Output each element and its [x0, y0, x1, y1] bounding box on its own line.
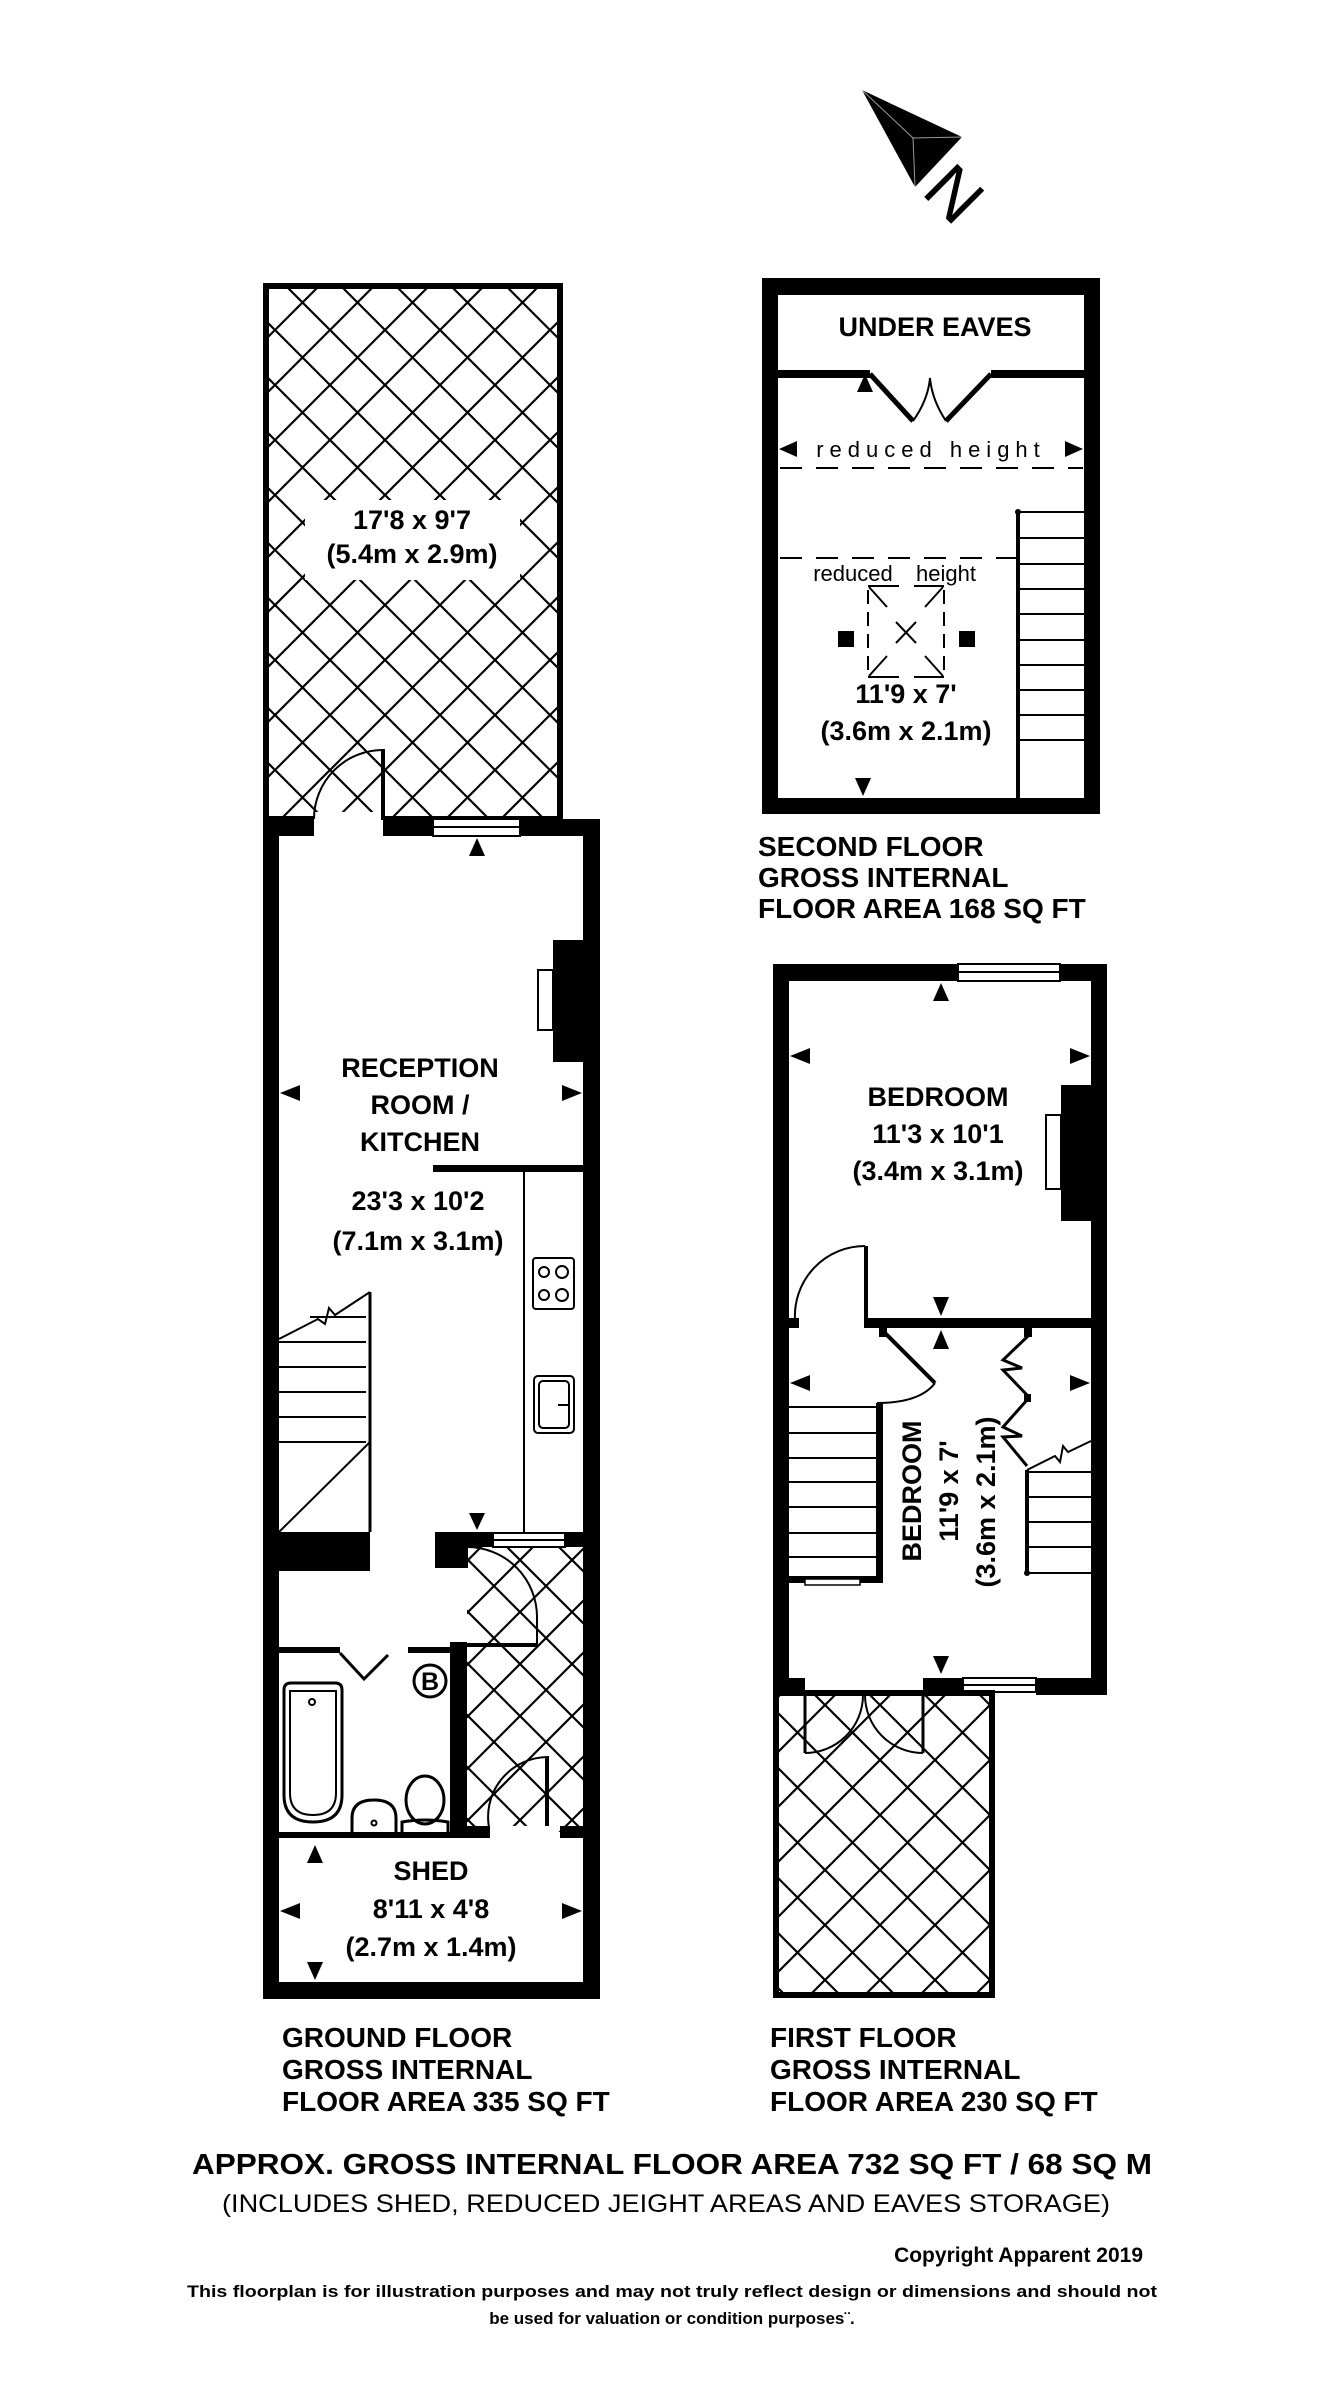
measure-arrow-icon — [933, 1330, 949, 1349]
first-floor-plan: BEDROOM 11'3 x 10'1 (3.4m x 3.1m) — [773, 963, 1107, 1998]
reception-name-line-3: KITCHEN — [360, 1127, 480, 1157]
window-icon — [962, 1677, 1037, 1693]
staircase-icon — [789, 1403, 883, 1586]
measure-arrow-icon — [469, 838, 485, 856]
bedroom-1-dims-imperial: 11'3 x 10'1 — [872, 1119, 1003, 1149]
garden-dims-imperial: 17'8 x 9'7 — [353, 505, 471, 535]
total-area: APPROX. GROSS INTERNAL FLOOR AREA 732 SQ… — [192, 2149, 1152, 2181]
sink-icon — [533, 1375, 575, 1434]
copyright: Copyright Apparent 2019 — [894, 2244, 1143, 2267]
window-icon — [492, 1532, 566, 1548]
svg-text:B: B — [421, 1668, 439, 1696]
wardrobe-doors-icon — [999, 1328, 1032, 1467]
includes-note: (INCLUDES SHED, REDUCED JEIGHT AREAS AND… — [222, 2190, 1110, 2218]
measure-arrow-icon — [857, 374, 873, 392]
reduced-height-label: reduced height — [816, 437, 1046, 462]
reception-name-line-1: RECEPTION — [341, 1053, 499, 1083]
second-floor-plan: UNDER EAVES reduced height reduced heigh… — [758, 278, 1100, 924]
second-floor-dims-imperial: 11'9 x 7' — [855, 679, 956, 709]
svg-text:GROUND FLOOR: GROUND FLOOR — [282, 2022, 512, 2053]
chimney-breast — [537, 940, 583, 1062]
reception-dims-imperial: 23'3 x 10'2 — [352, 1186, 485, 1216]
svg-text:FLOOR AREA 335 SQ FT: FLOOR AREA 335 SQ FT — [282, 2086, 610, 2117]
garden-dims-metric: (5.4m x 2.9m) — [326, 539, 497, 569]
first-floor-area-label: FIRST FLOOR GROSS INTERNAL FLOOR AREA 23… — [770, 2022, 1098, 2117]
second-floor-area-line-1: SECOND FLOOR — [758, 831, 984, 862]
north-arrow-icon: N — [861, 89, 999, 238]
boiler-badge: B — [412, 1663, 448, 1699]
disclaimer-line-1: This floorplan is for illustration purpo… — [187, 2282, 1157, 2301]
measure-arrow-icon — [307, 1962, 323, 1980]
shed-name: SHED — [393, 1856, 468, 1886]
staircase-icon — [1015, 509, 1084, 798]
chimney-breast — [1045, 1085, 1091, 1221]
second-floor-dims-metric: (3.6m x 2.1m) — [820, 716, 991, 746]
measure-arrow-icon — [933, 1656, 949, 1674]
basin-icon — [350, 1798, 398, 1835]
reception-name-line-2: ROOM / — [371, 1090, 470, 1120]
ground-floor-area-label: GROUND FLOOR GROSS INTERNAL FLOOR AREA 3… — [282, 2022, 610, 2117]
height-label: height — [916, 561, 976, 586]
measure-arrow-icon — [779, 441, 797, 457]
staircase-icon — [278, 1291, 372, 1533]
window-icon — [957, 963, 1061, 982]
window-icon — [432, 818, 521, 837]
terrace — [773, 1690, 995, 1998]
svg-text:GROSS INTERNAL: GROSS INTERNAL — [282, 2054, 532, 2085]
bedroom-2-dims-imperial: 11'9 x 7' — [934, 1440, 964, 1541]
svg-text:GROSS INTERNAL: GROSS INTERNAL — [770, 2054, 1020, 2085]
bedroom-2-dims-metric: (3.6m x 2.1m) — [971, 1416, 1001, 1587]
svg-text:FIRST FLOOR: FIRST FLOOR — [770, 2022, 957, 2053]
bedroom-1-name: BEDROOM — [868, 1082, 1009, 1112]
measure-arrow-icon — [280, 1085, 300, 1101]
shed-dims-metric: (2.7m x 1.4m) — [345, 1932, 516, 1962]
measure-arrow-icon — [307, 1845, 323, 1863]
second-floor-area-line-3: FLOOR AREA 168 SQ FT — [758, 893, 1086, 924]
measure-arrow-icon — [855, 778, 871, 796]
staircase-icon — [1024, 1440, 1092, 1576]
measure-arrow-icon — [1070, 1375, 1090, 1391]
bathtub-icon — [282, 1681, 344, 1824]
shed-dims-imperial: 8'11 x 4'8 — [373, 1894, 489, 1924]
ground-floor-plan: 17'8 x 9'7 (5.4m x 2.9m) RECEPTION ROOM … — [263, 283, 600, 1999]
measure-arrow-icon — [1070, 1048, 1090, 1064]
toilet-icon — [400, 1774, 450, 1835]
measure-arrow-icon — [933, 1297, 949, 1316]
bedroom-1-dims-metric: (3.4m x 3.1m) — [852, 1156, 1023, 1186]
side-return — [450, 1546, 600, 1838]
measure-arrow-icon — [280, 1903, 300, 1919]
measure-arrow-icon — [1065, 441, 1083, 457]
skylight-icon — [838, 585, 975, 678]
measure-arrow-icon — [790, 1375, 810, 1391]
measure-arrow-icon — [562, 1903, 582, 1919]
second-floor-area-line-2: GROSS INTERNAL — [758, 862, 1008, 893]
under-eaves-label: UNDER EAVES — [838, 312, 1031, 342]
measure-arrow-icon — [933, 983, 949, 1001]
reduced-label: reduced — [813, 561, 893, 586]
measure-arrow-icon — [790, 1048, 810, 1064]
measure-arrow-icon — [469, 1513, 485, 1530]
bedroom-2-name: BEDROOM — [897, 1421, 927, 1562]
disclaimer-line-2: be used for valuation or condition purpo… — [489, 2309, 855, 2328]
hob-icon — [532, 1257, 575, 1310]
reception-dims-metric: (7.1m x 3.1m) — [332, 1226, 503, 1256]
measure-arrow-icon — [562, 1085, 582, 1101]
svg-text:FLOOR AREA 230 SQ FT: FLOOR AREA 230 SQ FT — [770, 2086, 1098, 2117]
garden-patio: 17'8 x 9'7 (5.4m x 2.9m) — [263, 283, 563, 822]
